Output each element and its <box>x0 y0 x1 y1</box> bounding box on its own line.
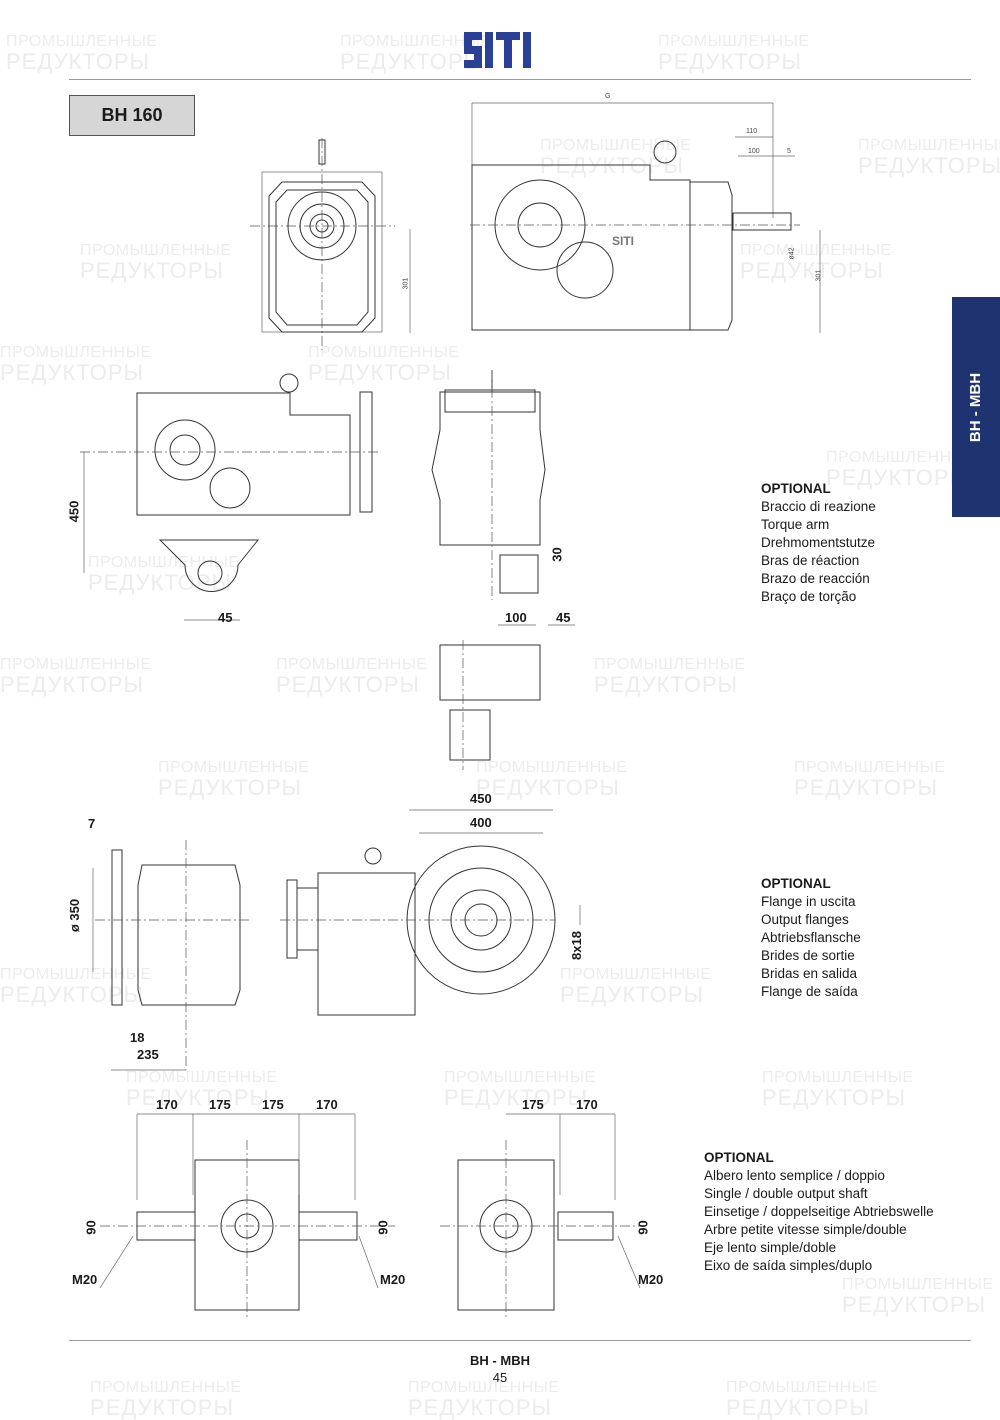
thread-M20-single: M20 <box>638 1272 664 1287</box>
option-line: Torque arm <box>761 517 830 532</box>
option-line: Bras de réaction <box>761 553 860 568</box>
dim-18: 18 <box>130 1030 145 1045</box>
header-divider <box>69 79 971 80</box>
single-shaft-drawing <box>440 1113 641 1320</box>
front-view-drawing <box>250 138 411 350</box>
option-title: OPTIONAL <box>761 876 831 891</box>
section-tab[interactable]: BH - MBH <box>952 297 1000 517</box>
thread-M20-right: M20 <box>380 1272 406 1287</box>
dim-175-single: 175 <box>522 1097 544 1112</box>
dim-170-single: 170 <box>576 1097 598 1112</box>
dim-shaft-diameter: ø42 <box>788 247 796 260</box>
dim-90-single: 90 <box>635 1220 651 1235</box>
dim-G: G <box>605 93 611 100</box>
option-line: Braccio di reazione <box>761 499 876 514</box>
dim-45-side: 45 <box>556 610 571 625</box>
option-torque-arm: OPTIONAL Braccio di reazione Torque arm … <box>761 480 876 606</box>
option-output-flange: OPTIONAL Flange in uscita Output flanges… <box>761 875 861 1001</box>
option-line: Einsetige / doppelseitige Abtriebswelle <box>704 1204 934 1219</box>
option-line: Brazo de reacción <box>761 571 870 586</box>
dim-45-arm: 45 <box>218 610 233 625</box>
option-line: Eje lento simple/doble <box>704 1240 837 1255</box>
dim-110: 110 <box>746 128 758 135</box>
dim-170-right: 170 <box>316 1097 338 1112</box>
dim-175-right: 175 <box>262 1097 284 1112</box>
dim-5: 5 <box>787 148 791 155</box>
dim-90-left: 90 <box>83 1220 99 1235</box>
dim-170-left: 170 <box>156 1097 178 1112</box>
side-view-drawing <box>470 102 821 333</box>
option-line: Drehmomentstutze <box>761 535 876 550</box>
option-line: Abtriebsflansche <box>761 930 861 945</box>
option-line: Brides de sortie <box>761 948 855 963</box>
torque-arm-bottom-drawing <box>439 640 541 770</box>
option-line: Flange de saída <box>761 984 858 999</box>
thread-M20-left: M20 <box>72 1272 98 1287</box>
dim-flange-thickness: 7 <box>88 816 96 831</box>
dim-175-left: 175 <box>209 1097 231 1112</box>
dim-height-front: 301 <box>402 277 410 290</box>
dim-235: 235 <box>137 1047 159 1062</box>
option-title: OPTIONAL <box>704 1150 774 1165</box>
option-line: Bridas en salida <box>761 966 858 981</box>
torque-arm-side-drawing <box>431 370 575 626</box>
dim-height-side: 301 <box>815 269 823 282</box>
housing-brand-label: SITI <box>612 234 635 248</box>
option-line: Braço de torção <box>761 589 857 604</box>
dim-450-vertical: 450 <box>66 500 82 523</box>
torque-arm-drawing <box>80 373 380 621</box>
dim-30: 30 <box>549 547 565 562</box>
dim-holes: 8x18 <box>568 931 584 960</box>
dim-flange-diameter: ø 350 <box>67 898 83 933</box>
dim-450-flange: 450 <box>470 791 492 806</box>
option-line: Single / double output shaft <box>704 1186 868 1201</box>
option-line: Flange in uscita <box>761 894 856 909</box>
dim-100-arm: 100 <box>505 610 527 625</box>
flange-front-drawing <box>280 809 581 1016</box>
option-line: Eixo de saída simples/duplo <box>704 1258 873 1273</box>
option-line: Albero lento semplice / doppio <box>704 1168 885 1183</box>
siti-logo <box>464 32 531 68</box>
dim-90-right: 90 <box>375 1220 391 1235</box>
option-line: Output flanges <box>761 912 849 927</box>
double-shaft-drawing <box>99 1113 395 1320</box>
dim-100: 100 <box>748 148 760 155</box>
option-output-shaft: OPTIONAL Albero lento semplice / doppio … <box>704 1149 934 1275</box>
option-title: OPTIONAL <box>761 481 831 496</box>
flange-side-drawing <box>92 840 250 1071</box>
model-label: BH 160 <box>69 95 195 136</box>
option-line: Arbre petite vitesse simple/double <box>704 1222 907 1237</box>
footer-divider <box>69 1340 971 1341</box>
footer-section-title: BH - MBH <box>470 1353 530 1368</box>
page-number: 45 <box>492 1370 508 1385</box>
dim-400-flange: 400 <box>470 815 492 830</box>
